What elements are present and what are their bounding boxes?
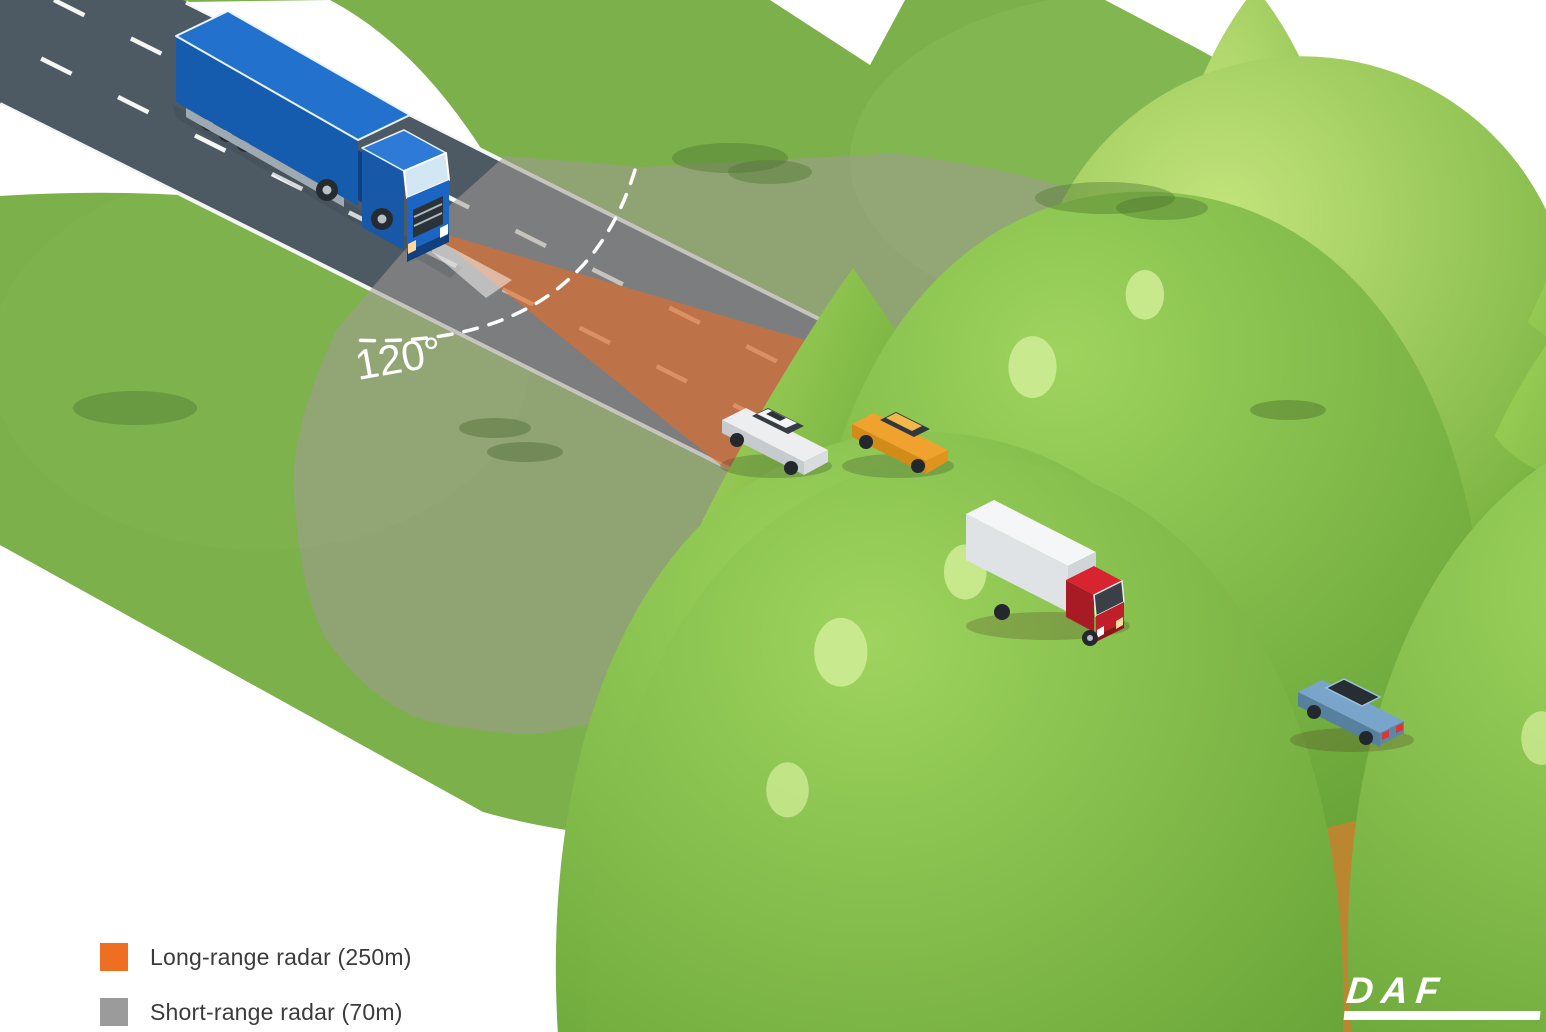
delivery-van <box>966 500 1130 646</box>
truck-front-glow <box>430 236 512 298</box>
legend: Long-range radar (250m) Short-range rada… <box>100 942 412 1032</box>
vegetation <box>73 0 1546 1032</box>
bush-shadow <box>1250 400 1326 420</box>
legend-label-long-range: Long-range radar (250m) <box>150 943 412 970</box>
legend-item-short-range: Short-range radar (70m) <box>100 997 412 1027</box>
van-cab-side <box>1066 580 1094 632</box>
van-box-side <box>966 514 1068 612</box>
legend-item-long-range: Long-range radar (250m) <box>100 942 412 972</box>
daf-logo: DAF <box>1343 970 1546 1020</box>
tree-shadow <box>73 391 197 425</box>
suv-glass-roof <box>1324 678 1382 707</box>
trailer-side <box>176 36 358 206</box>
radar-angle-arc <box>350 168 637 343</box>
long-range-swatch <box>100 943 128 971</box>
headlight-right <box>440 224 448 238</box>
car-roof <box>886 413 922 431</box>
daf-truck <box>172 10 512 298</box>
van-box-top <box>966 500 1096 566</box>
tree-shadow <box>672 143 788 173</box>
suv-tail-light <box>1396 723 1403 733</box>
headlight-left <box>408 240 416 254</box>
van-headlight <box>1116 617 1123 629</box>
tree-shadow <box>728 160 812 184</box>
blue-suv <box>1290 678 1414 752</box>
tree-shadow <box>1035 182 1175 214</box>
cab-bumper <box>407 232 449 262</box>
background-gap-below-road <box>0 104 180 196</box>
bush-shadow <box>487 442 563 462</box>
car-sunroof <box>766 411 786 421</box>
daf-logo-underline <box>1343 1011 1541 1020</box>
short-range-swatch <box>100 998 128 1026</box>
daf-logo-text: DAF <box>1344 970 1449 1011</box>
van-headlight <box>1097 626 1104 638</box>
bush-shadow <box>459 418 531 438</box>
suv-tail-light <box>1382 730 1389 740</box>
white-car <box>720 408 832 478</box>
orange-car <box>842 412 954 478</box>
trailer-skirt <box>186 108 344 207</box>
legend-label-short-range: Short-range radar (70m) <box>150 998 403 1025</box>
tree-shadow <box>1116 196 1208 220</box>
trailer-top <box>175 10 411 141</box>
